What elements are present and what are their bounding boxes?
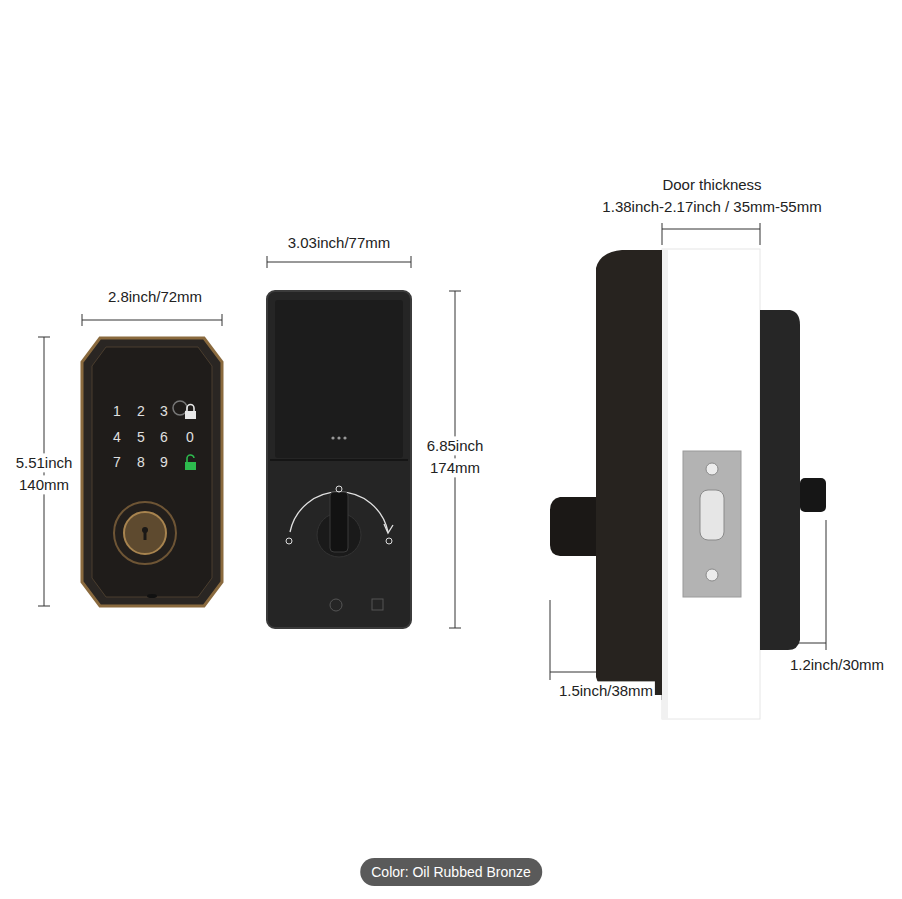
dimension-label: 1.2inch/30mm	[788, 655, 886, 674]
side-view	[550, 249, 826, 719]
keypad-digit: 7	[111, 453, 123, 471]
dimension-label: 6.85inch	[425, 436, 486, 455]
keypad-digit: 6	[158, 428, 170, 446]
keypad-digit: 1	[111, 402, 123, 420]
dimension-label: 174mm	[428, 458, 482, 477]
dimension-label: 5.51inch	[14, 453, 75, 472]
keypad-digit: 3	[158, 402, 170, 420]
keypad-digit: 4	[111, 428, 123, 446]
keypad-digit: 8	[135, 453, 147, 471]
keypad-digit: 5	[135, 428, 147, 446]
dimension-label: 2.8inch/72mm	[106, 287, 204, 306]
exterior-keypad	[82, 338, 222, 606]
keypad-digit: 9	[158, 453, 170, 471]
dimension-label: 140mm	[17, 475, 71, 494]
pill-text: Color: Oil Rubbed Bronze	[371, 864, 531, 880]
dimension-label: Door thickness	[660, 175, 763, 194]
dimension-label: 1.5inch/38mm	[557, 681, 655, 700]
keypad-digit: 2	[135, 402, 147, 420]
keypad-digit: 0	[184, 428, 196, 446]
dimension-label: 3.03inch/77mm	[286, 233, 393, 252]
dimension-label: 1.38inch-2.17inch / 35mm-55mm	[600, 197, 823, 216]
interior-unit	[267, 291, 411, 628]
color-pill: Color: Oil Rubbed Bronze	[360, 858, 542, 886]
